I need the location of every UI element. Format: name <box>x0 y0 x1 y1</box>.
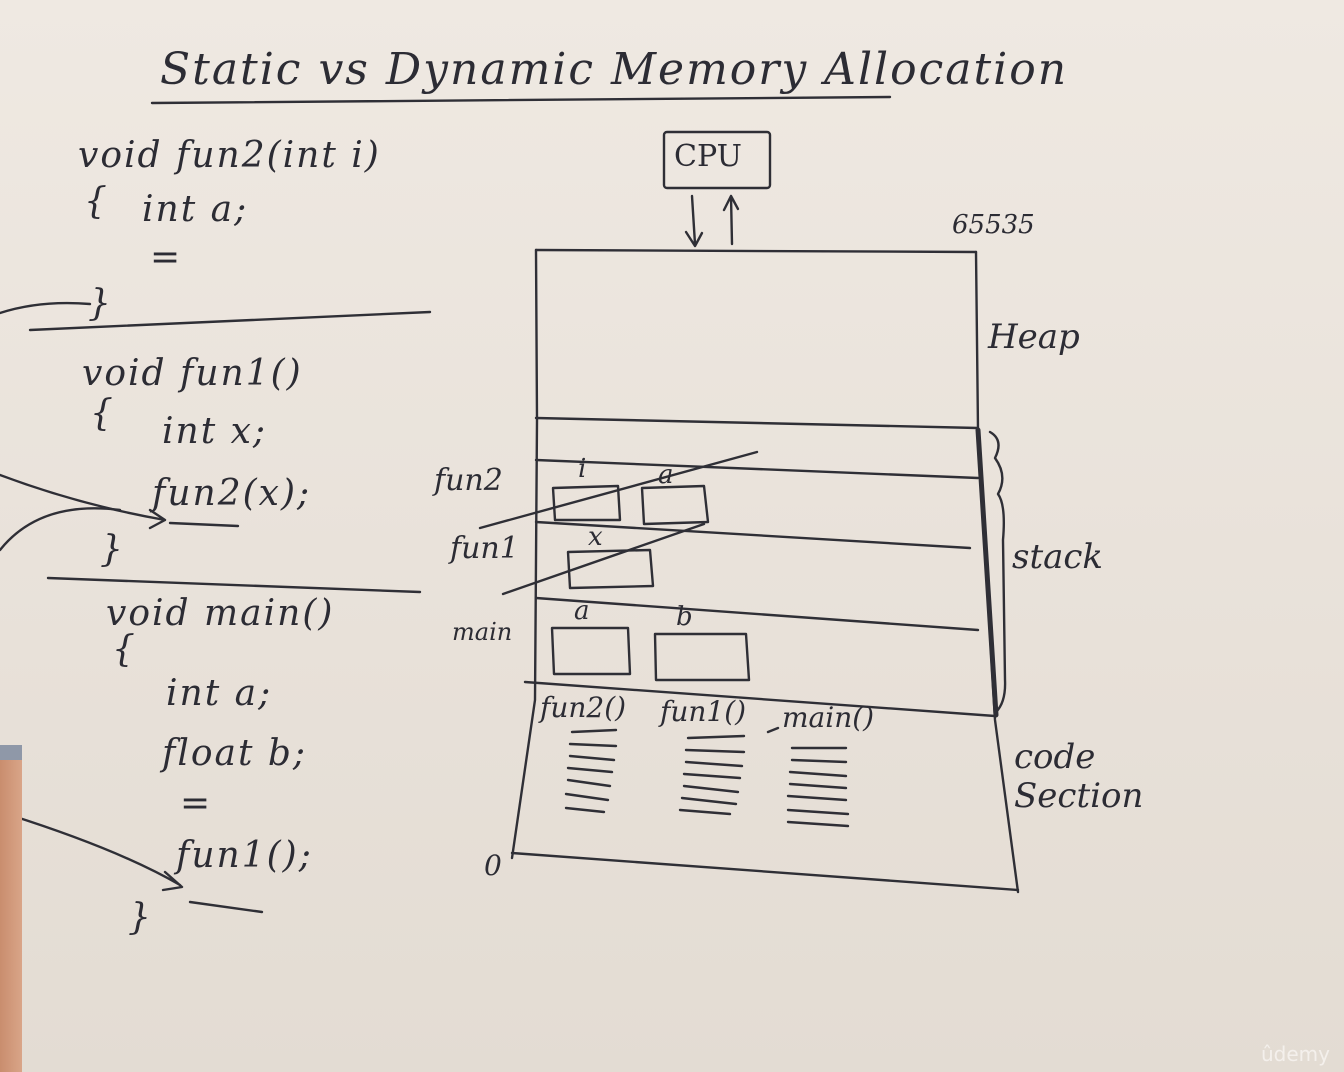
separator-fun1-main <box>46 576 422 594</box>
underline-fun1-call <box>188 900 264 914</box>
fun1-var-x-box <box>566 548 655 590</box>
stack-line-main <box>534 596 980 632</box>
memory-bottom-edge <box>510 851 1020 892</box>
code-main-lines <box>786 746 850 828</box>
fun2-var-i-box <box>551 484 622 522</box>
stack-line-fun2 <box>534 458 980 480</box>
fun2-var-i-label: i <box>578 454 587 484</box>
main-var-a-label: a <box>574 596 590 626</box>
fun1-crossout <box>501 522 706 596</box>
frame-label-main: main <box>452 618 513 646</box>
code-section-label: code Section <box>1014 737 1144 817</box>
fun1-line-call-fun2: fun2(x); <box>152 473 312 514</box>
call-arrow-main <box>8 813 184 892</box>
fun2-var-a-label: a <box>658 460 674 490</box>
fun1-var-x-label: x <box>588 522 603 552</box>
fun2-line-equals: = <box>150 237 183 278</box>
stack-label: stack <box>1012 537 1104 577</box>
cpu-up-arrow <box>722 194 740 246</box>
main-var-b-label: b <box>676 602 693 632</box>
separator-fun2-fun1 <box>28 310 432 332</box>
code-fun2-lines <box>564 728 618 814</box>
frame-label-fun1: fun1 <box>450 531 519 566</box>
cpu-down-arrow <box>684 194 704 248</box>
top-address-label: 65535 <box>952 210 1035 240</box>
fun1-line-int-x: int x; <box>162 411 268 452</box>
presenter-arm <box>0 760 22 1072</box>
stack-brace <box>988 430 1007 714</box>
fun2-var-a-box <box>640 484 710 526</box>
arrow-small-code <box>766 726 780 734</box>
page-title: Static vs Dynamic Memory Allocation <box>160 44 1069 95</box>
cpu-box <box>662 130 772 190</box>
fun1-close-brace: } <box>100 529 125 570</box>
code-fun1-lines <box>678 734 746 816</box>
call-arrow-fun1 <box>0 507 122 552</box>
code-fun2-label: fun2() <box>540 691 627 724</box>
bottom-address-label: 0 <box>484 849 502 882</box>
code-main-label: main() <box>782 701 875 734</box>
return-arrow-fun2 <box>0 301 92 315</box>
main-open-brace: { <box>112 629 137 670</box>
memory-top-edge <box>534 248 978 254</box>
code-fun1-label: fun1() <box>660 695 747 728</box>
title-underline <box>150 95 892 105</box>
call-arrow-fun2 <box>0 473 167 530</box>
fun2-crossout <box>478 450 759 530</box>
main-close-brace: } <box>128 897 153 938</box>
udemy-watermark: ûdemy <box>1261 1042 1330 1066</box>
cpu-label: CPU <box>674 139 742 174</box>
stack-line-fun1 <box>534 520 972 550</box>
fun2-open-brace: { <box>84 181 109 222</box>
heap-stack-boundary <box>534 416 980 430</box>
underline-fun2-call <box>168 521 240 528</box>
main-var-b-box <box>653 632 751 682</box>
main-line-call-fun1: fun1(); <box>176 835 313 876</box>
main-line-float-b: float b; <box>162 733 308 774</box>
main-var-a-box <box>550 626 632 676</box>
fun1-open-brace: { <box>90 393 115 434</box>
fun2-line-int-a: int a; <box>142 189 249 230</box>
main-line-int-a: int a; <box>166 673 273 714</box>
frame-label-fun2: fun2 <box>434 463 503 498</box>
stack-code-boundary <box>523 680 997 718</box>
main-line-equals: = <box>180 783 213 824</box>
fun1-signature: void fun1() <box>82 353 303 394</box>
fun2-close-brace: } <box>88 283 113 324</box>
heap-label: Heap <box>988 317 1080 357</box>
main-signature: void main() <box>106 593 335 634</box>
stack-edge-thick <box>975 427 999 718</box>
memory-left-edge <box>510 248 539 860</box>
fun2-signature: void fun2(int i) <box>78 135 381 176</box>
